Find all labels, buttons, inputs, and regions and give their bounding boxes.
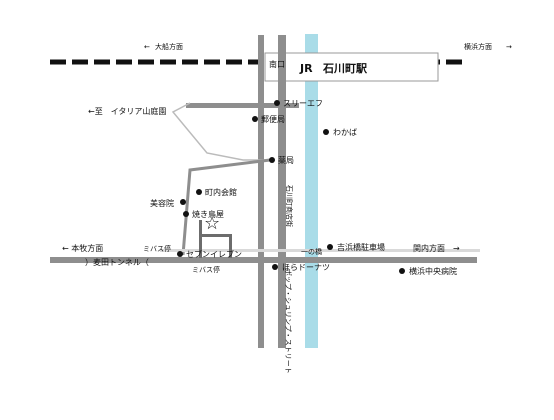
marker-community-hall <box>196 189 202 195</box>
road-vertical-main <box>278 35 286 348</box>
italy-garden-direction: ←至 イタリア山庭園 <box>88 106 166 116</box>
motomachi-street-label: 石川町商店街 <box>285 185 294 227</box>
marker-yoshihama-parking <box>327 244 333 250</box>
compass-labels: ← 大船方面 横浜方面 → <box>144 42 512 51</box>
marker-pharmacy <box>269 157 275 163</box>
place-yoshihama-parking-label: 吉浜橋駐車場 <box>337 242 385 252</box>
place-community-hall-label: 町内会館 <box>205 187 237 197</box>
road-italy-garden <box>171 102 266 161</box>
road-small-1 <box>199 220 202 258</box>
marker-seven-eleven <box>177 251 183 257</box>
place-yokohama-hospital-label: 横浜中央病院 <box>409 266 457 276</box>
destination-star-icon: ☆ <box>204 213 220 234</box>
place-pharmacy-label: 薬局 <box>278 155 294 165</box>
road-curved <box>181 158 271 256</box>
place-three-f-label: スリーエフ <box>283 99 323 108</box>
map-features <box>50 34 480 348</box>
station-box <box>264 52 439 82</box>
right-direction-label: 横浜方面 <box>464 42 492 51</box>
place-beauty-salon-label: 美容院 <box>150 198 174 208</box>
kannai-direction: 関内方面 → <box>413 243 460 253</box>
place-post-office-label: 郵便局 <box>261 114 285 124</box>
road-horizontal-upper <box>186 103 299 108</box>
destination-marker: ☆ <box>204 213 220 234</box>
road-small-2 <box>199 234 231 237</box>
marker-beauty-salon <box>180 199 186 205</box>
honmoku-direction: ← 本牧方面 <box>62 243 103 253</box>
place-markers: スリーエフ 郵便局 わかば 薬局 町内会館 美容院 焼き鳥屋 セブンイレブン 吉… <box>150 99 457 276</box>
road-vertical-left <box>258 35 264 348</box>
station-labels: 南口 JR 石川町駅 <box>269 59 367 75</box>
road-sidewalk <box>160 249 480 252</box>
marker-hora-donut <box>272 264 278 270</box>
station-line-label: JR <box>299 62 313 75</box>
tunnel-label: ）麦田トンネル（ <box>85 257 149 267</box>
marker-three-f <box>274 100 280 106</box>
left-direction-arrow: ← <box>144 43 150 51</box>
road-labels: ）麦田トンネル（ 石川町商店街 ポップ・シュリンプ・ストリート ミバス停 ミバス… <box>85 185 294 374</box>
right-direction-arrow: → <box>506 43 512 51</box>
station-exit-label: 南口 <box>269 59 285 69</box>
marker-wakaba <box>323 129 329 135</box>
place-hora-donut-label: ほらドーナツ <box>282 263 330 272</box>
bus-stop-upper-label: ミバス停 <box>143 244 171 253</box>
ship-street-label: ポップ・シュリンプ・ストリート <box>284 269 292 374</box>
direction-labels: ←至 イタリア山庭園 ← 本牧方面 関内方面 → 一の橋 <box>62 106 460 256</box>
river <box>305 34 318 348</box>
bus-stop-lower-label: ミバス停 <box>192 265 220 274</box>
marker-yakitori <box>183 211 189 217</box>
marker-post-office <box>252 116 258 122</box>
left-direction-label: 大船方面 <box>155 42 183 51</box>
road-small-3 <box>229 234 232 258</box>
ichibashi-label: 一の橋 <box>301 247 322 256</box>
place-seven-eleven-label: セブンイレブン <box>186 249 242 259</box>
marker-yokohama-hospital <box>399 268 405 274</box>
road-horizontal-lower <box>50 257 477 263</box>
station-name-label: 石川町駅 <box>322 62 367 75</box>
place-yakitori-label: 焼き鳥屋 <box>192 209 224 219</box>
place-wakaba-label: わかば <box>333 128 357 137</box>
